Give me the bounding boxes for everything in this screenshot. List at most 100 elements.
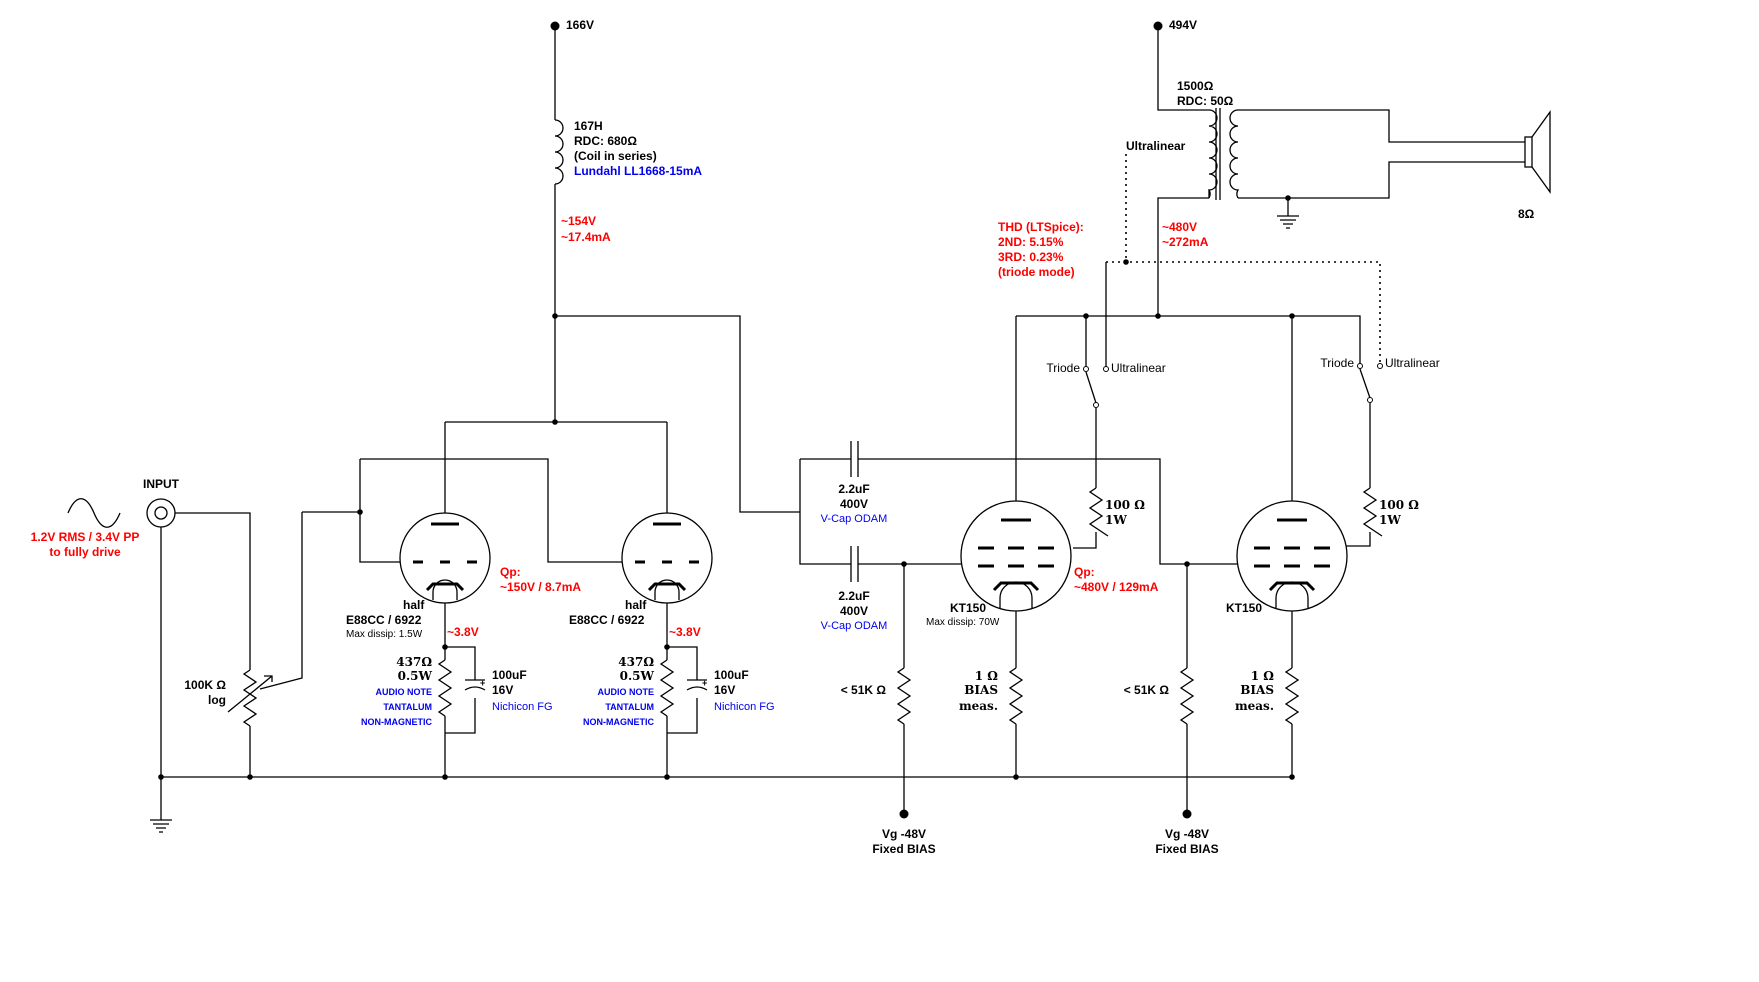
wires bbox=[160, 27, 1525, 820]
input-signal-note: to fully drive bbox=[49, 545, 121, 559]
choke-part: Lundahl LL1668-15mA bbox=[574, 164, 702, 178]
output-tube-2 bbox=[1236, 500, 1348, 612]
v1-tube-type: E88CC / 6922 bbox=[346, 613, 422, 627]
bypass-capacitor-2 bbox=[686, 679, 708, 691]
out2-bias-meas: meas. bbox=[1235, 699, 1274, 713]
junction-dots bbox=[158, 195, 1295, 780]
out2-bias-label: BIAS bbox=[1240, 683, 1274, 697]
v2-rk-value: 437Ω bbox=[618, 655, 654, 669]
out1-screen-res: 100 Ω bbox=[1105, 498, 1145, 512]
v2-cathode-voltage: ~3.8V bbox=[669, 625, 701, 639]
v2-half-label: half bbox=[625, 598, 647, 612]
input-label: INPUT bbox=[143, 477, 180, 491]
out1-bias-label: BIAS bbox=[964, 683, 998, 697]
out1-qp-value: ~480V / 129mA bbox=[1074, 580, 1159, 594]
v2-tube-type: E88CC / 6922 bbox=[569, 613, 645, 627]
ac-signal-icon bbox=[67, 498, 121, 528]
bias1-type: Fixed BIAS bbox=[872, 842, 935, 856]
polarity-mark: + bbox=[702, 678, 707, 688]
ground-symbol bbox=[150, 819, 172, 833]
opt-impedance: 1500Ω bbox=[1177, 79, 1214, 93]
v2-ck-voltage: 16V bbox=[714, 683, 735, 697]
v2-rk-power: 0.5W bbox=[620, 669, 655, 683]
b-plus-166v-label: 166V bbox=[566, 18, 594, 32]
polarity-mark: + bbox=[480, 678, 485, 688]
choke-op-voltage: ~154V bbox=[561, 214, 596, 228]
thd-2nd: 2ND: 5.15% bbox=[998, 235, 1064, 249]
out-op-voltage: ~480V bbox=[1162, 220, 1197, 234]
choke-inductance: 167H bbox=[574, 119, 603, 133]
ground-symbol bbox=[1277, 215, 1299, 229]
choke-note: (Coil in series) bbox=[574, 149, 657, 163]
b1-terminal bbox=[550, 21, 560, 31]
bias2-type: Fixed BIAS bbox=[1155, 842, 1218, 856]
out2-switch-triode: Triode bbox=[1320, 356, 1354, 370]
v1-max-dissipation: Max dissip: 1.5W bbox=[346, 629, 423, 640]
bypass-capacitor-1 bbox=[464, 679, 486, 691]
speaker-impedance: 8Ω bbox=[1518, 207, 1535, 221]
out1-switch-triode: Triode bbox=[1046, 361, 1080, 375]
out2-grid-leak: < 51K Ω bbox=[1124, 683, 1170, 697]
bias1-terminal bbox=[899, 809, 909, 819]
cc2-voltage: 400V bbox=[840, 604, 868, 618]
switch-contacts bbox=[1083, 363, 1383, 408]
v1-ck-voltage: 16V bbox=[492, 683, 513, 697]
v1-rk-value: 437Ω bbox=[396, 655, 432, 669]
v1-cathode-voltage: ~3.8V bbox=[447, 625, 479, 639]
cc2-part: V-Cap ODAM bbox=[821, 620, 888, 632]
bias2-voltage: Vg -48V bbox=[1165, 827, 1209, 841]
cc1-part: V-Cap ODAM bbox=[821, 513, 888, 525]
v1-rk-power: 0.5W bbox=[398, 669, 433, 683]
bias1-voltage: Vg -48V bbox=[882, 827, 926, 841]
out1-grid-leak: < 51K Ω bbox=[841, 683, 887, 697]
v1-ck-value: 100uF bbox=[492, 668, 527, 682]
out2-screen-res: 100 Ω bbox=[1379, 498, 1419, 512]
volume-pot-taper: log bbox=[208, 693, 226, 707]
v1-qp-label: Qp: bbox=[500, 565, 521, 579]
thd-mode: (triode mode) bbox=[998, 265, 1075, 279]
cc1-value: 2.2uF bbox=[838, 482, 869, 496]
opt-tap-label: Ultralinear bbox=[1126, 139, 1186, 153]
input-signal-level: 1.2V RMS / 3.4V PP bbox=[31, 530, 140, 544]
choke-rdc: RDC: 680Ω bbox=[574, 134, 637, 148]
thd-title: THD (LTSpice): bbox=[998, 220, 1084, 234]
v1-qp-value: ~150V / 8.7mA bbox=[500, 580, 581, 594]
v1-ck-part: Nichicon FG bbox=[492, 701, 553, 713]
out1-switch-ultralinear: Ultralinear bbox=[1111, 361, 1166, 375]
out1-bias-meas: meas. bbox=[959, 699, 998, 713]
v1-half-label: half bbox=[403, 598, 425, 612]
out1-qp-label: Qp: bbox=[1074, 565, 1095, 579]
cc1-voltage: 400V bbox=[840, 497, 868, 511]
driver-triode-1 bbox=[399, 512, 491, 604]
ultralinear-taps bbox=[1106, 154, 1381, 367]
out1-tube-type: KT150 bbox=[950, 601, 986, 615]
input-jack[interactable] bbox=[146, 498, 176, 528]
coupling-capacitor-2 bbox=[850, 546, 859, 582]
coupling-capacitor-1 bbox=[850, 441, 859, 477]
out1-max-dissipation: Max dissip: 70W bbox=[926, 617, 1000, 628]
out1-screen-res-power: 1W bbox=[1105, 513, 1127, 527]
v2-ck-value: 100uF bbox=[714, 668, 749, 682]
v1-rk-material: TANTALUM bbox=[383, 702, 432, 712]
cc2-value: 2.2uF bbox=[838, 589, 869, 603]
v1-rk-note: NON-MAGNETIC bbox=[361, 717, 432, 727]
b2-terminal bbox=[1153, 21, 1163, 31]
b-plus-494v-label: 494V bbox=[1169, 18, 1197, 32]
bias2-terminal bbox=[1182, 809, 1192, 819]
opt-rdc: RDC: 50Ω bbox=[1177, 94, 1234, 108]
out2-switch-ultralinear: Ultralinear bbox=[1385, 356, 1440, 370]
v2-rk-note: NON-MAGNETIC bbox=[583, 717, 654, 727]
v1-rk-brand: AUDIO NOTE bbox=[375, 687, 432, 697]
v2-ck-part: Nichicon FG bbox=[714, 701, 775, 713]
thd-3rd: 3RD: 0.23% bbox=[998, 250, 1064, 264]
output-tube-1 bbox=[960, 500, 1072, 612]
out-op-current: ~272mA bbox=[1162, 235, 1209, 249]
out2-screen-res-power: 1W bbox=[1379, 513, 1401, 527]
v2-rk-brand: AUDIO NOTE bbox=[597, 687, 654, 697]
volume-pot-value: 100K Ω bbox=[184, 678, 226, 692]
out2-bias-res: 1 Ω bbox=[1251, 669, 1275, 683]
speaker-icon bbox=[1524, 109, 1551, 195]
v2-rk-material: TANTALUM bbox=[605, 702, 654, 712]
choke-op-current: ~17.4mA bbox=[561, 230, 611, 244]
driver-triode-2 bbox=[621, 512, 713, 604]
